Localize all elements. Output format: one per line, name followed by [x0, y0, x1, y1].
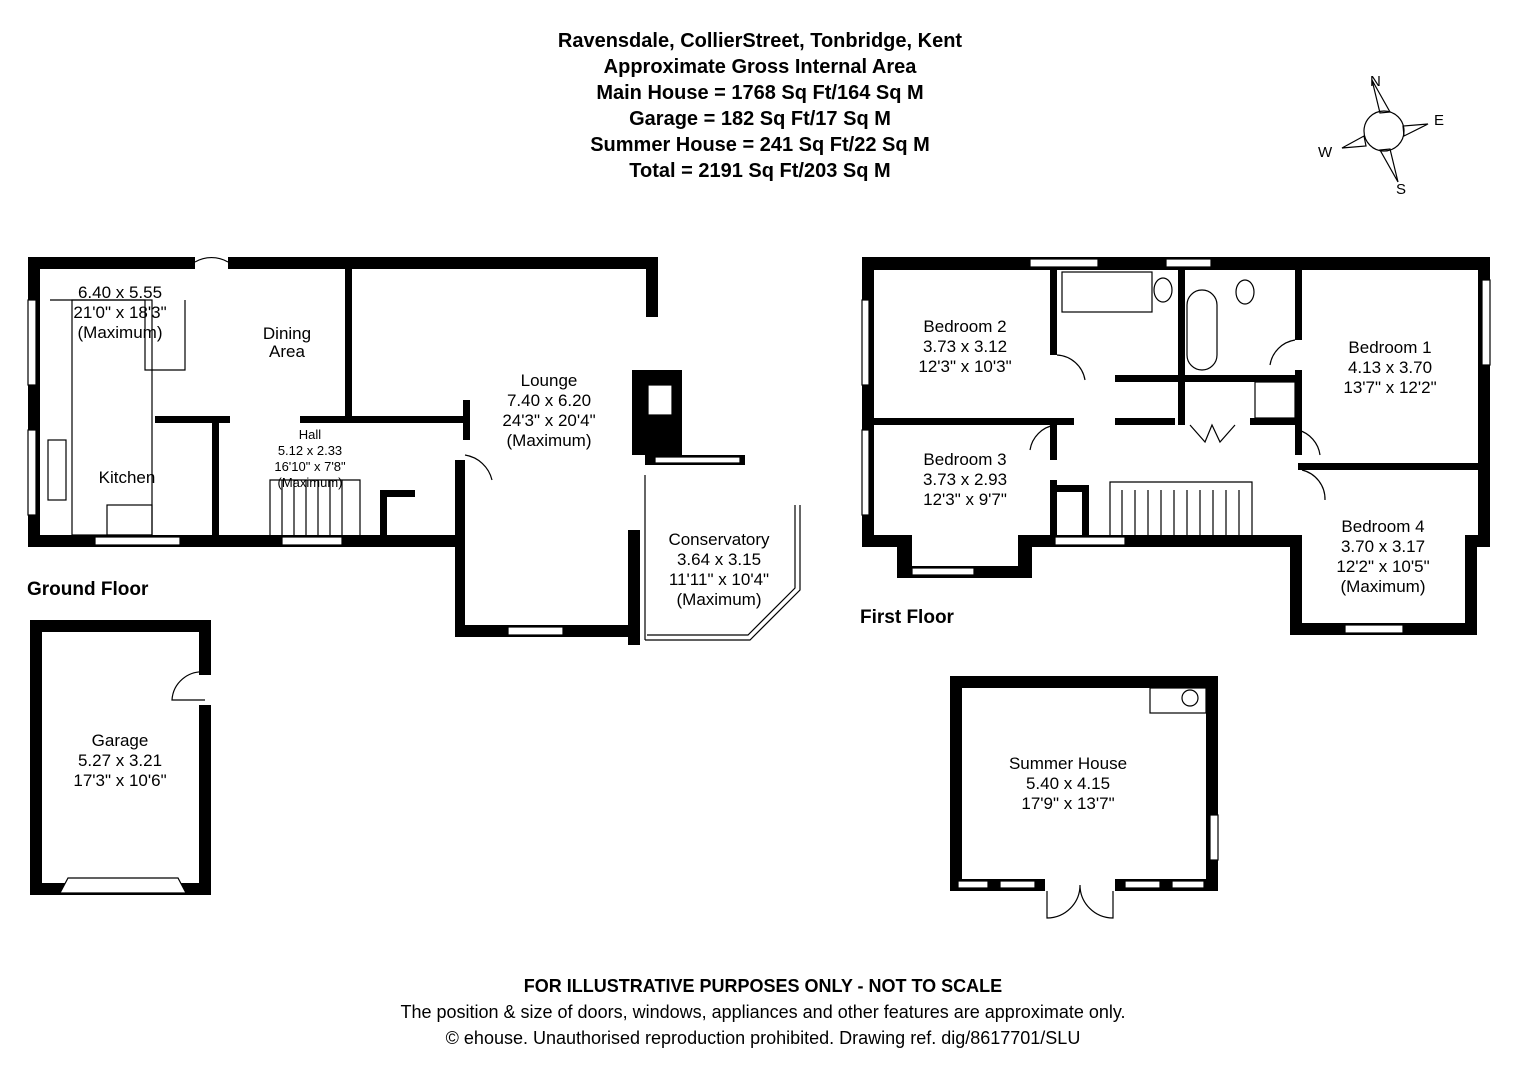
conservatory-imperial: 11'11" x 10'4": [669, 570, 769, 589]
bedroom2-label: Bedroom 2: [923, 317, 1006, 336]
conservatory-note: (Maximum): [677, 590, 762, 609]
lounge-metric: 7.40 x 6.20: [507, 391, 591, 410]
garage-label: Garage: [92, 731, 149, 750]
summer-house-walls: [950, 676, 1219, 919]
summer-house-metric: 5.40 x 4.15: [1026, 774, 1110, 793]
compass-n: N: [1370, 73, 1381, 90]
area-subtitle: Approximate Gross Internal Area: [603, 56, 917, 78]
lounge-label: Lounge: [521, 371, 578, 390]
bedroom4-label: Bedroom 4: [1341, 517, 1424, 536]
lounge-note: (Maximum): [507, 431, 592, 450]
kitchen-note: (Maximum): [78, 323, 163, 342]
first-floor-label: First Floor: [860, 607, 955, 628]
compass-w: W: [1318, 144, 1333, 161]
first-floor-walls: [861, 257, 1491, 635]
property-title: Ravensdale, CollierStreet, Tonbridge, Ke…: [557, 30, 963, 52]
bedroom4-imperial: 12'2" x 10'5": [1336, 557, 1429, 576]
conservatory-metric: 3.64 x 3.15: [677, 550, 761, 569]
area-summer-house: Summer House = 241 Sq Ft/22 Sq M: [590, 134, 930, 156]
area-garage: Garage = 182 Sq Ft/17 Sq M: [629, 108, 891, 130]
kitchen-metric: 6.40 x 5.55: [78, 283, 162, 302]
conservatory-label: Conservatory: [668, 530, 770, 549]
plan-footer: FOR ILLUSTRATIVE PURPOSES ONLY - NOT TO …: [0, 973, 1526, 1051]
approximation-note: The position & size of doors, windows, a…: [400, 1002, 1126, 1022]
garage-walls: [30, 620, 211, 895]
kitchen-imperial: 21'0" x 18'3": [73, 303, 166, 322]
bedroom3-imperial: 12'3" x 9'7": [923, 490, 1007, 509]
garage-imperial: 17'3" x 10'6": [73, 771, 166, 790]
compass-icon: N E S W: [1318, 73, 1444, 198]
hall-label: Hall: [299, 427, 322, 442]
bedroom2-metric: 3.73 x 3.12: [923, 337, 1007, 356]
lounge-imperial: 24'3" x 20'4": [502, 411, 595, 430]
dining-label-2: Area: [269, 342, 305, 361]
disclaimer: FOR ILLUSTRATIVE PURPOSES ONLY - NOT TO …: [523, 976, 1003, 996]
summer-house-label: Summer House: [1009, 754, 1127, 773]
dining-label-1: Dining: [263, 324, 311, 343]
copyright-note: © ehouse. Unauthorised reproduction proh…: [445, 1028, 1081, 1048]
bedroom4-metric: 3.70 x 3.17: [1341, 537, 1425, 556]
hall-metric: 5.12 x 2.33: [278, 443, 342, 458]
hall-imperial: 16'10" x 7'8": [274, 459, 346, 474]
compass-e: E: [1434, 112, 1444, 129]
garage-metric: 5.27 x 3.21: [78, 751, 162, 770]
bedroom2-imperial: 12'3" x 10'3": [918, 357, 1011, 376]
bedroom1-metric: 4.13 x 3.70: [1348, 358, 1432, 377]
bedroom1-label: Bedroom 1: [1348, 338, 1431, 357]
bedroom1-imperial: 13'7" x 12'2": [1343, 378, 1436, 397]
summer-house-imperial: 17'9" x 13'7": [1021, 794, 1114, 813]
hall-note: (Maximum): [278, 475, 343, 490]
area-main-house: Main House = 1768 Sq Ft/164 Sq M: [596, 82, 924, 104]
ground-floor-label: Ground Floor: [27, 579, 149, 600]
area-total: Total = 2191 Sq Ft/203 Sq M: [629, 160, 891, 182]
plan-header: Ravensdale, CollierStreet, Tonbridge, Ke…: [0, 28, 1526, 184]
bedroom4-note: (Maximum): [1341, 577, 1426, 596]
kitchen-label: Kitchen: [99, 468, 156, 487]
bedroom3-metric: 3.73 x 2.93: [923, 470, 1007, 489]
ground-floor-walls: [27, 256, 801, 645]
bedroom3-label: Bedroom 3: [923, 450, 1006, 469]
compass-s: S: [1396, 181, 1406, 198]
